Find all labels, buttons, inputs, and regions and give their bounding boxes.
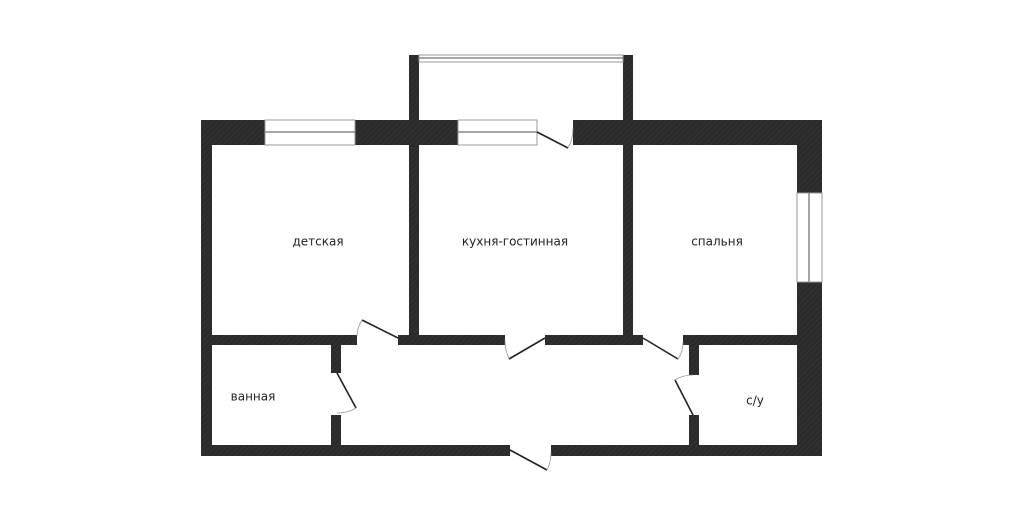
door-entrance <box>509 449 552 471</box>
room-label-bathroom: ванная <box>231 390 276 404</box>
door-bedroom <box>642 337 684 360</box>
window-bedroom <box>796 192 823 283</box>
doors <box>336 127 694 471</box>
room-label-toilet: с/у <box>746 394 764 408</box>
walls <box>201 55 822 456</box>
windows <box>264 54 823 283</box>
door-toilet <box>674 374 694 416</box>
window-kitchen <box>457 119 538 146</box>
door-balcony <box>536 127 574 149</box>
room-label-children: детская <box>292 235 343 249</box>
door-children-room <box>356 319 399 339</box>
room-labels: детская кухня-гостинная спальня ванная с… <box>231 235 764 408</box>
door-kitchen <box>504 337 546 360</box>
window-children-room <box>264 119 356 146</box>
room-label-bedroom: спальня <box>691 235 743 249</box>
room-label-kitchen-living: кухня-гостинная <box>462 235 568 249</box>
window-balcony <box>418 54 624 63</box>
door-bathroom <box>336 372 357 414</box>
